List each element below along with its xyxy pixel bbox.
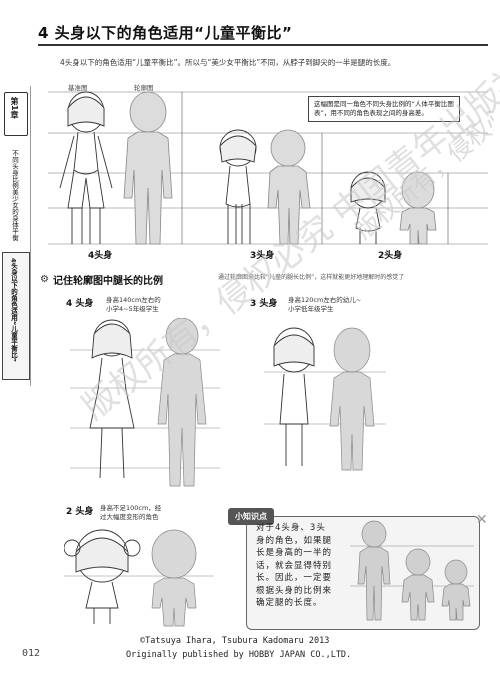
illustration-3heads xyxy=(264,327,386,471)
heads-label-2: 2头身 xyxy=(378,249,402,261)
intro-text: 4头身以下的角色适用“儿童平衡比”。所以与“美少女平衡比”不同，从脖子到脚尖的一… xyxy=(60,58,396,67)
tip-text: 对于4头身、3头 身的角色，如果腿 长是身高的一半的 话，就会显得特别 长。因此… xyxy=(256,522,348,610)
sidebar-item-active-bg xyxy=(2,252,30,380)
tip-badge: 小知识点 xyxy=(228,508,274,525)
outline-4heads xyxy=(157,318,207,487)
example-desc-3heads: 身高120cm左右的幼儿~ 小学低年级学生 xyxy=(288,296,361,314)
desc-line: 身高140cm左右的 xyxy=(106,296,161,304)
example-label-3heads: 3 头身 xyxy=(250,299,278,309)
outline-figure-3heads xyxy=(267,129,311,245)
label-base: 基准图 xyxy=(68,83,88,92)
tip-line: 根据头身的比例来 xyxy=(256,585,333,596)
proportion-chart-figure: 基准图 轮廓图 4头身 3头身 2头身 版权所有，侵权必究 xyxy=(48,83,494,261)
illustration-4heads xyxy=(70,318,220,487)
title-divider xyxy=(38,44,488,46)
chapter-label: 第1章 xyxy=(10,97,19,119)
measure-arrows xyxy=(181,92,449,244)
outline-3heads xyxy=(329,327,375,471)
desc-line: 身高不足100cm，经 xyxy=(100,504,162,512)
example-desc-2heads: 身高不足100cm，经 过大幅度变形的角色 xyxy=(100,504,161,522)
sketch-figure-4heads xyxy=(59,91,113,244)
caption-mid: 通过轮廓图来比较“儿童的腿长比例”，这样就能更好地理解时的感觉了 xyxy=(218,274,405,281)
label-outline: 轮廓图 xyxy=(134,83,154,92)
tall-leg-outline xyxy=(357,520,391,621)
close-icon: ✕ xyxy=(476,512,488,528)
page-number: 012 xyxy=(22,648,41,659)
sketch-figure-2heads xyxy=(350,171,386,244)
section-title: 记住轮廓图中腿长的比例 xyxy=(52,276,163,287)
tip-line: 对于4头身、3头 xyxy=(256,523,326,533)
section-heading: ⚙ 记住轮廓图中腿长的比例 xyxy=(40,272,163,287)
page-title: 4 头身以下的角色适用“儿童平衡比” xyxy=(38,24,293,42)
example-label-4heads: 4 头身 xyxy=(66,299,94,309)
desc-line: 身高120cm左右的幼儿~ xyxy=(288,296,362,304)
sidebar-item-child-balance[interactable]: 4头身以下的角色适用“儿童平衡比” xyxy=(9,258,18,363)
tip-line: 长是身高的一半的 xyxy=(256,548,333,558)
tip-line: 身的角色，如果腿 xyxy=(256,535,333,546)
tip-line: 长。因此，一定要 xyxy=(256,573,333,583)
outline-figure-4heads xyxy=(123,91,173,245)
outline-figure-2heads xyxy=(399,171,437,245)
short-outline xyxy=(441,559,471,621)
desc-line: 小学4~5年级学生 xyxy=(106,305,159,313)
tip-line: 确定腿的长度。 xyxy=(256,598,323,608)
girl-4heads-sketch xyxy=(89,319,135,479)
correct-leg-outline xyxy=(401,548,435,621)
copyright-line-1: ©Tatsuya Ihara, Tsubura Kadomaru 2013 xyxy=(140,636,330,646)
copyright-line-2: Originally published by HOBBY JAPAN CO.,… xyxy=(126,650,352,660)
heads-label-3: 3头身 xyxy=(250,249,274,261)
outline-2heads xyxy=(151,529,197,627)
example-label-2heads: 2 头身 xyxy=(66,507,94,517)
tip-line: 话，就会显得特别 xyxy=(256,560,333,571)
sidebar-divider xyxy=(30,86,31,386)
desc-line: 小学低年级学生 xyxy=(288,305,334,313)
tip-illustration xyxy=(350,520,474,621)
example-desc-4heads: 身高140cm左右的 小学4~5年级学生 xyxy=(106,296,161,314)
desc-line: 过大幅度变形的角色 xyxy=(100,513,159,521)
illustration-2heads xyxy=(64,529,214,627)
heads-label-4: 4头身 xyxy=(88,249,112,261)
girl-3heads-sketch xyxy=(273,327,315,466)
gear-bullet-icon: ⚙ xyxy=(40,274,49,285)
figure-note: 这幅图是同一角色不同头身比例的“人体平衡比图表”，用不同的角色表现之间的身高差。 xyxy=(308,96,460,122)
sidebar-item-proportions[interactable]: 不同头身比例美少女的身体平衡 xyxy=(10,150,19,241)
sketch-figure-3heads xyxy=(219,129,257,244)
girl-2heads-sketch xyxy=(64,529,141,624)
chapter-tab[interactable]: 第1章 xyxy=(4,92,28,136)
